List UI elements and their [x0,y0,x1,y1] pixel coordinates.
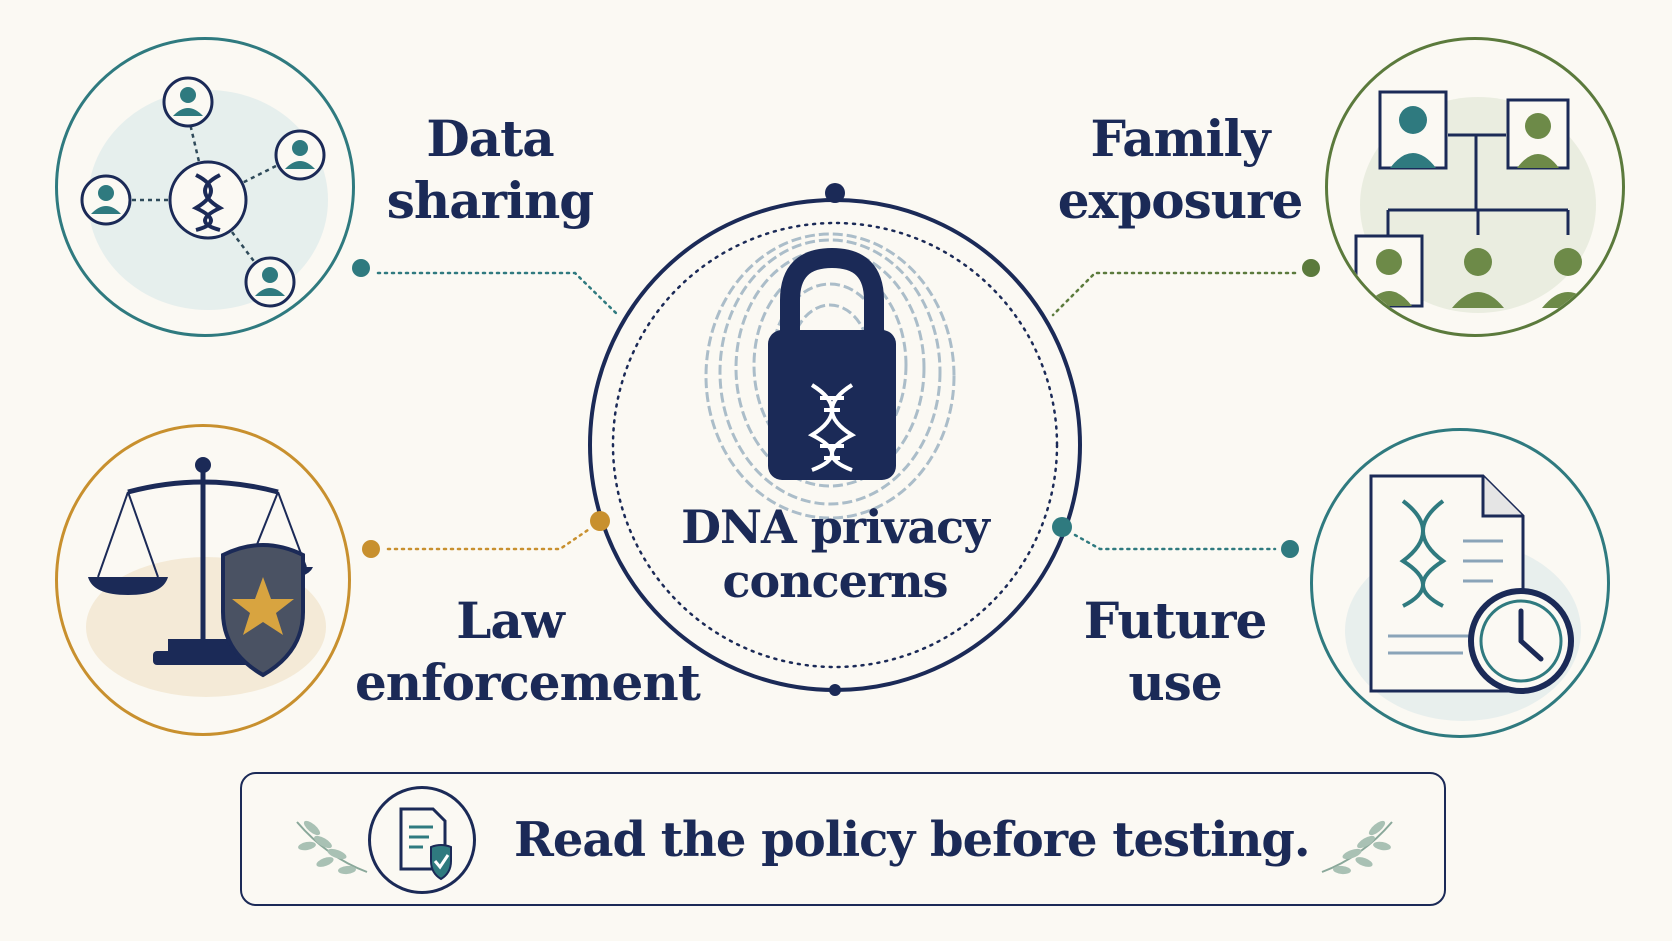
center-title: DNA privacy concerns [630,500,1040,608]
scales-shield-icon [86,457,326,697]
law-enforcement-connector-dot [362,540,380,558]
ring-top-dot [825,183,845,203]
future-use-icon-circle [1310,428,1610,738]
law-enforcement-line2: enforcement [355,653,701,712]
center-title-line1: DNA privacy [681,500,990,554]
data-sharing-connector-dot [352,259,370,277]
future-use-connector-dot [1281,540,1299,558]
policy-banner: Read the policy before testing. [240,772,1446,906]
family-exposure-line2: exposure [1057,171,1304,230]
law-enforcement-ring-dot [590,511,610,531]
law-enforcement-icon-circle [55,424,351,736]
family-tree-icon [1354,90,1596,313]
future-use-line1: Future [1083,591,1268,650]
document-clock-icon [1345,474,1581,721]
policy-check-icon [368,786,476,894]
future-use-line2: use [1128,653,1222,712]
family-exposure-line1: Family [1090,109,1270,168]
future-use-connector [1073,533,1277,551]
center-title-line2: concerns [722,554,949,608]
future-use-ring-dot [1052,517,1072,537]
family-exposure-connector [1051,271,1297,317]
left-laurel-icon [296,820,368,875]
data-sharing-line2: sharing [386,171,595,230]
network-dna-icon [80,76,328,310]
family-exposure-icon-circle [1325,37,1625,337]
data-sharing-icon-circle [55,37,355,337]
law-enforcement-line1: Law [456,591,565,650]
family-exposure-label: Family exposure [1030,108,1330,232]
family-exposure-connector-dot [1302,259,1320,277]
fingerprint-lock-icon [704,232,956,520]
center-dotted-ring [611,221,1059,669]
law-enforcement-connector [386,528,590,551]
policy-banner-text: Read the policy before testing. [514,812,1311,868]
data-sharing-line1: Data [426,109,554,168]
future-use-label: Future use [1060,590,1290,714]
ring-bottom-dot [829,684,841,696]
data-sharing-label: Data sharing [370,108,610,232]
right-laurel-icon [1321,820,1393,875]
data-sharing-connector [376,271,620,317]
law-enforcement-label: Law enforcement [355,590,701,714]
